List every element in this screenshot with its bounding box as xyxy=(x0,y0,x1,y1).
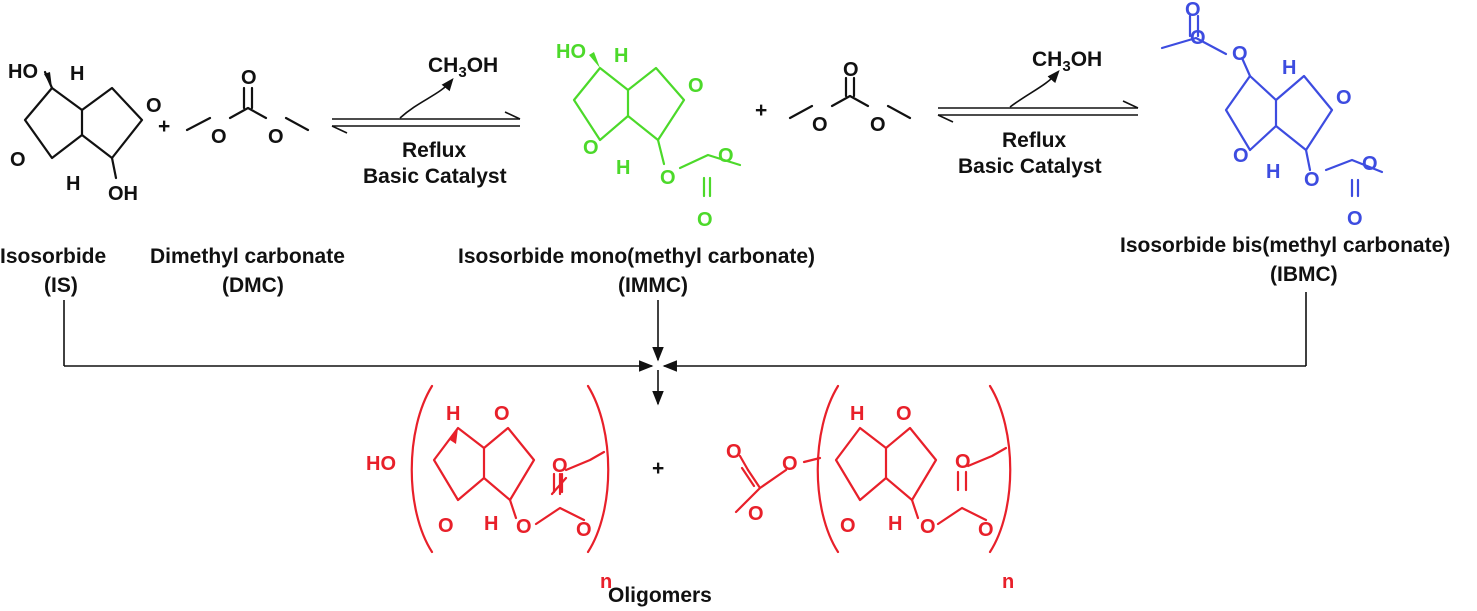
atom-label: O xyxy=(660,167,676,189)
byproduct-methanol-1: CH3OH xyxy=(428,54,498,81)
atom-label: O xyxy=(146,95,162,117)
atom-label: H xyxy=(66,173,80,195)
atom-label: O xyxy=(1304,169,1320,191)
plus-sign: + xyxy=(755,99,767,122)
oligomer-structure-1: HO H O O H O O O n xyxy=(366,384,612,593)
atom-label: H xyxy=(1266,161,1280,183)
atom-label: H xyxy=(70,63,84,85)
condition-catalyst-2: Basic Catalyst xyxy=(958,155,1102,178)
plus-sign: + xyxy=(158,115,170,138)
atom-label: O xyxy=(576,519,592,541)
atom-label: O xyxy=(268,126,284,148)
atom-label: O xyxy=(211,126,227,148)
atom-label: O xyxy=(241,67,257,89)
atom-label: O xyxy=(1232,43,1248,65)
atom-label: O xyxy=(978,519,994,541)
atom-label: O xyxy=(697,209,713,231)
oligomer-structure-2: O O O H O O H O O O n xyxy=(726,384,1014,593)
label-immc-name: Isosorbide mono(methyl carbonate) xyxy=(458,245,815,268)
condition-reflux-1: Reflux xyxy=(402,139,467,162)
equilibrium-arrow-2 xyxy=(937,70,1139,123)
condition-catalyst-1: Basic Catalyst xyxy=(363,165,507,188)
label-oligomers: Oligomers xyxy=(608,584,712,607)
label-dmc-abbr: (DMC) xyxy=(222,274,284,297)
atom-label: O xyxy=(494,403,510,425)
byproduct-methanol-2: CH3OH xyxy=(1032,48,1102,75)
label-ibmc-abbr: (IBMC) xyxy=(1270,263,1338,286)
label-dmc-name: Dimethyl carbonate xyxy=(150,245,345,268)
atom-label: O xyxy=(726,441,742,463)
atom-label: O xyxy=(688,75,704,97)
atom-label: O xyxy=(748,503,764,525)
atom-label: H xyxy=(614,45,628,67)
dmc-structure: O O O xyxy=(185,67,310,148)
immc-structure: HO H O O H O O O xyxy=(556,41,742,231)
atom-label: O xyxy=(718,145,734,167)
label-is-abbr: (IS) xyxy=(44,274,78,297)
atom-label: H xyxy=(446,403,460,425)
atom-label: O xyxy=(1336,87,1352,109)
equilibrium-arrow-1 xyxy=(331,78,521,134)
condition-reflux-2: Reflux xyxy=(1002,129,1067,152)
atom-label: H xyxy=(616,157,630,179)
atom-label: O xyxy=(782,453,798,475)
atom-label: O xyxy=(1362,153,1378,175)
atom-label: H xyxy=(850,403,864,425)
atom-label: O xyxy=(843,59,859,81)
label-ibmc-name: Isosorbide bis(methyl carbonate) xyxy=(1120,234,1450,257)
atom-label: O xyxy=(896,403,912,425)
atom-label: O xyxy=(1185,0,1201,21)
atom-label: HO xyxy=(366,453,396,475)
atom-label: H xyxy=(888,513,902,535)
convergence-arrows xyxy=(63,292,1307,406)
atom-label: O xyxy=(1347,208,1363,230)
label-is-name: Isosorbide xyxy=(0,245,106,268)
atom-label: O xyxy=(516,516,532,538)
atom-label: O xyxy=(870,114,886,136)
atom-label: O xyxy=(10,149,26,171)
atom-label: H xyxy=(1282,57,1296,79)
atom-label: OH xyxy=(108,183,138,205)
atom-label: O xyxy=(552,455,568,477)
isosorbide-structure: HO H O O H OH xyxy=(8,61,162,205)
label-immc-abbr: (IMMC) xyxy=(618,274,688,297)
dmc-structure-2: O O O xyxy=(788,59,912,136)
atom-label: O xyxy=(438,515,454,537)
atom-label: O xyxy=(840,515,856,537)
atom-label: O xyxy=(1233,145,1249,167)
atom-label: O xyxy=(812,114,828,136)
ibmc-structure: O O O H O O H O O O xyxy=(1160,0,1384,230)
atom-label: H xyxy=(484,513,498,535)
repeat-unit-n: n xyxy=(1002,571,1014,593)
atom-label: HO xyxy=(8,61,38,83)
atom-label: O xyxy=(955,451,971,473)
atom-label: O xyxy=(583,137,599,159)
plus-sign: + xyxy=(652,457,664,480)
atom-label: HO xyxy=(556,41,586,63)
atom-label: O xyxy=(920,516,936,538)
repeat-unit-n: n xyxy=(600,571,612,593)
atom-label: O xyxy=(1190,27,1206,49)
